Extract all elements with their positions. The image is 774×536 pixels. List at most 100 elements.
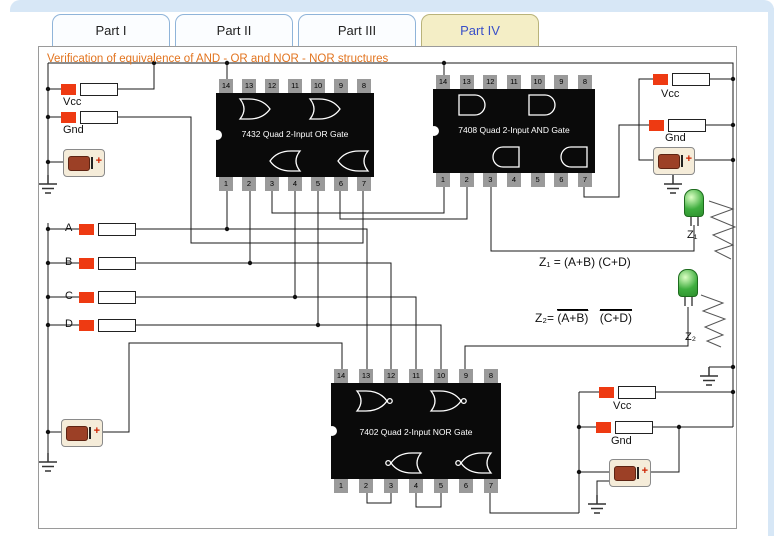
chip-pin-4[interactable]: 4 [288, 177, 302, 191]
input-switch-d[interactable] [79, 319, 136, 332]
chip-pin-6[interactable]: 6 [554, 173, 569, 187]
switch-body [615, 421, 653, 434]
input-switch-a[interactable] [79, 223, 136, 236]
chip-pin-7[interactable]: 7 [577, 173, 592, 187]
chip-pin-8[interactable]: 8 [484, 369, 498, 383]
switch-indicator [649, 120, 664, 131]
chip-pin-9[interactable]: 9 [554, 75, 569, 89]
chip-pin-10[interactable]: 10 [434, 369, 448, 383]
chip-pin-1[interactable]: 1 [436, 173, 450, 187]
chip-pin-13[interactable]: 13 [242, 79, 256, 93]
tab-part-iv[interactable]: Part IV [421, 14, 539, 46]
vcc-switch-top-left[interactable] [61, 83, 118, 96]
led-z2[interactable] [678, 269, 698, 306]
chip-pin-11[interactable]: 11 [506, 75, 521, 89]
led-leg [690, 217, 692, 226]
ground-icon[interactable] [663, 175, 683, 197]
tab-part-i[interactable]: Part I [52, 14, 170, 46]
ground-icon[interactable] [38, 175, 58, 197]
led-bulb [678, 269, 698, 297]
switch-body [80, 83, 118, 96]
led-z1[interactable] [684, 189, 704, 226]
chip-pin-14[interactable]: 14 [334, 369, 348, 383]
battery-terminal [637, 467, 639, 479]
switch-body [618, 386, 656, 399]
gnd-switch-top-right[interactable] [649, 119, 706, 132]
chip-pin-6[interactable]: 6 [459, 479, 473, 493]
chip-pin-6[interactable]: 6 [334, 177, 348, 191]
battery-core [68, 156, 90, 171]
chip-pin-4[interactable]: 4 [506, 173, 521, 187]
chip-pin-5[interactable]: 5 [530, 173, 545, 187]
wiring-layer [45, 60, 736, 514]
battery-plus-sign: + [93, 425, 100, 437]
switch-indicator [79, 292, 94, 303]
chip-pin-13[interactable]: 13 [459, 75, 474, 89]
chip-pin-13[interactable]: 13 [359, 369, 373, 383]
chip-pin-8[interactable]: 8 [577, 75, 592, 89]
vcc-label-top-right: Vcc [661, 88, 680, 100]
chip-pin-3[interactable]: 3 [483, 173, 498, 187]
chip-pin-10[interactable]: 10 [530, 75, 545, 89]
switch-body [672, 73, 710, 86]
input-label-a: A [65, 222, 73, 234]
chip-pin-5[interactable]: 5 [434, 479, 448, 493]
chip-pin-10[interactable]: 10 [311, 79, 325, 93]
chip-pin-11[interactable]: 11 [288, 79, 302, 93]
chip-pin-9[interactable]: 9 [459, 369, 473, 383]
chip-pin-14[interactable]: 14 [436, 75, 450, 89]
battery-top-left[interactable]: + [63, 149, 105, 177]
ground-icon[interactable] [587, 495, 607, 517]
chip-pin-1[interactable]: 1 [334, 479, 348, 493]
chip-pin-11[interactable]: 11 [409, 369, 423, 383]
input-switch-b[interactable] [79, 257, 136, 270]
input-switch-c[interactable] [79, 291, 136, 304]
battery-top-right[interactable]: + [653, 147, 695, 175]
ground-icon[interactable] [699, 367, 719, 389]
chip-pin-12[interactable]: 12 [265, 79, 279, 93]
chip-pin-2[interactable]: 2 [359, 479, 373, 493]
tab-part-ii[interactable]: Part II [175, 14, 293, 46]
battery-bottom-left[interactable]: + [61, 419, 103, 447]
and-gate-icon [458, 94, 486, 116]
chip-pin-1[interactable]: 1 [219, 177, 233, 191]
or-gate-icon [308, 98, 341, 120]
or-gate-icon [337, 150, 370, 172]
chip-pin-14[interactable]: 14 [219, 79, 233, 93]
chip-pin-3[interactable]: 3 [265, 177, 279, 191]
chip-pin-4[interactable]: 4 [409, 479, 423, 493]
chip-pin-9[interactable]: 9 [334, 79, 348, 93]
led-leg [691, 297, 693, 306]
chip-pin-8[interactable]: 8 [357, 79, 371, 93]
z2-label: Z₂ [685, 331, 696, 343]
chip-pin-2[interactable]: 2 [459, 173, 474, 187]
input-label-d: D [65, 318, 73, 330]
vcc-switch-top-right[interactable] [653, 73, 710, 86]
chip-pin-2[interactable]: 2 [242, 177, 256, 191]
ground-icon[interactable] [38, 453, 58, 475]
battery-plus-sign: + [685, 153, 692, 165]
waveform-z1 [708, 200, 736, 260]
vcc-label-bottom-right: Vcc [613, 400, 632, 412]
chip-pin-12[interactable]: 12 [384, 369, 398, 383]
input-label-b: B [65, 256, 73, 268]
led-bulb [684, 189, 704, 217]
chip-notch [327, 426, 337, 436]
circuit-canvas[interactable]: Verification of equivalence of AND - OR … [38, 46, 737, 529]
chip-pin-7[interactable]: 7 [357, 177, 371, 191]
gnd-switch-top-left[interactable] [61, 111, 118, 124]
chip-pin-7[interactable]: 7 [484, 479, 498, 493]
chip-pin-12[interactable]: 12 [483, 75, 498, 89]
vcc-switch-bottom-right[interactable] [599, 386, 656, 399]
gnd-switch-bottom-right[interactable] [596, 421, 653, 434]
battery-bottom-right[interactable]: + [609, 459, 651, 487]
chip-notch [429, 126, 439, 136]
tab-part-iii[interactable]: Part III [298, 14, 416, 46]
chip-pin-5[interactable]: 5 [311, 177, 325, 191]
chip-7408-gates [458, 94, 588, 168]
chip-pin-3[interactable]: 3 [384, 479, 398, 493]
